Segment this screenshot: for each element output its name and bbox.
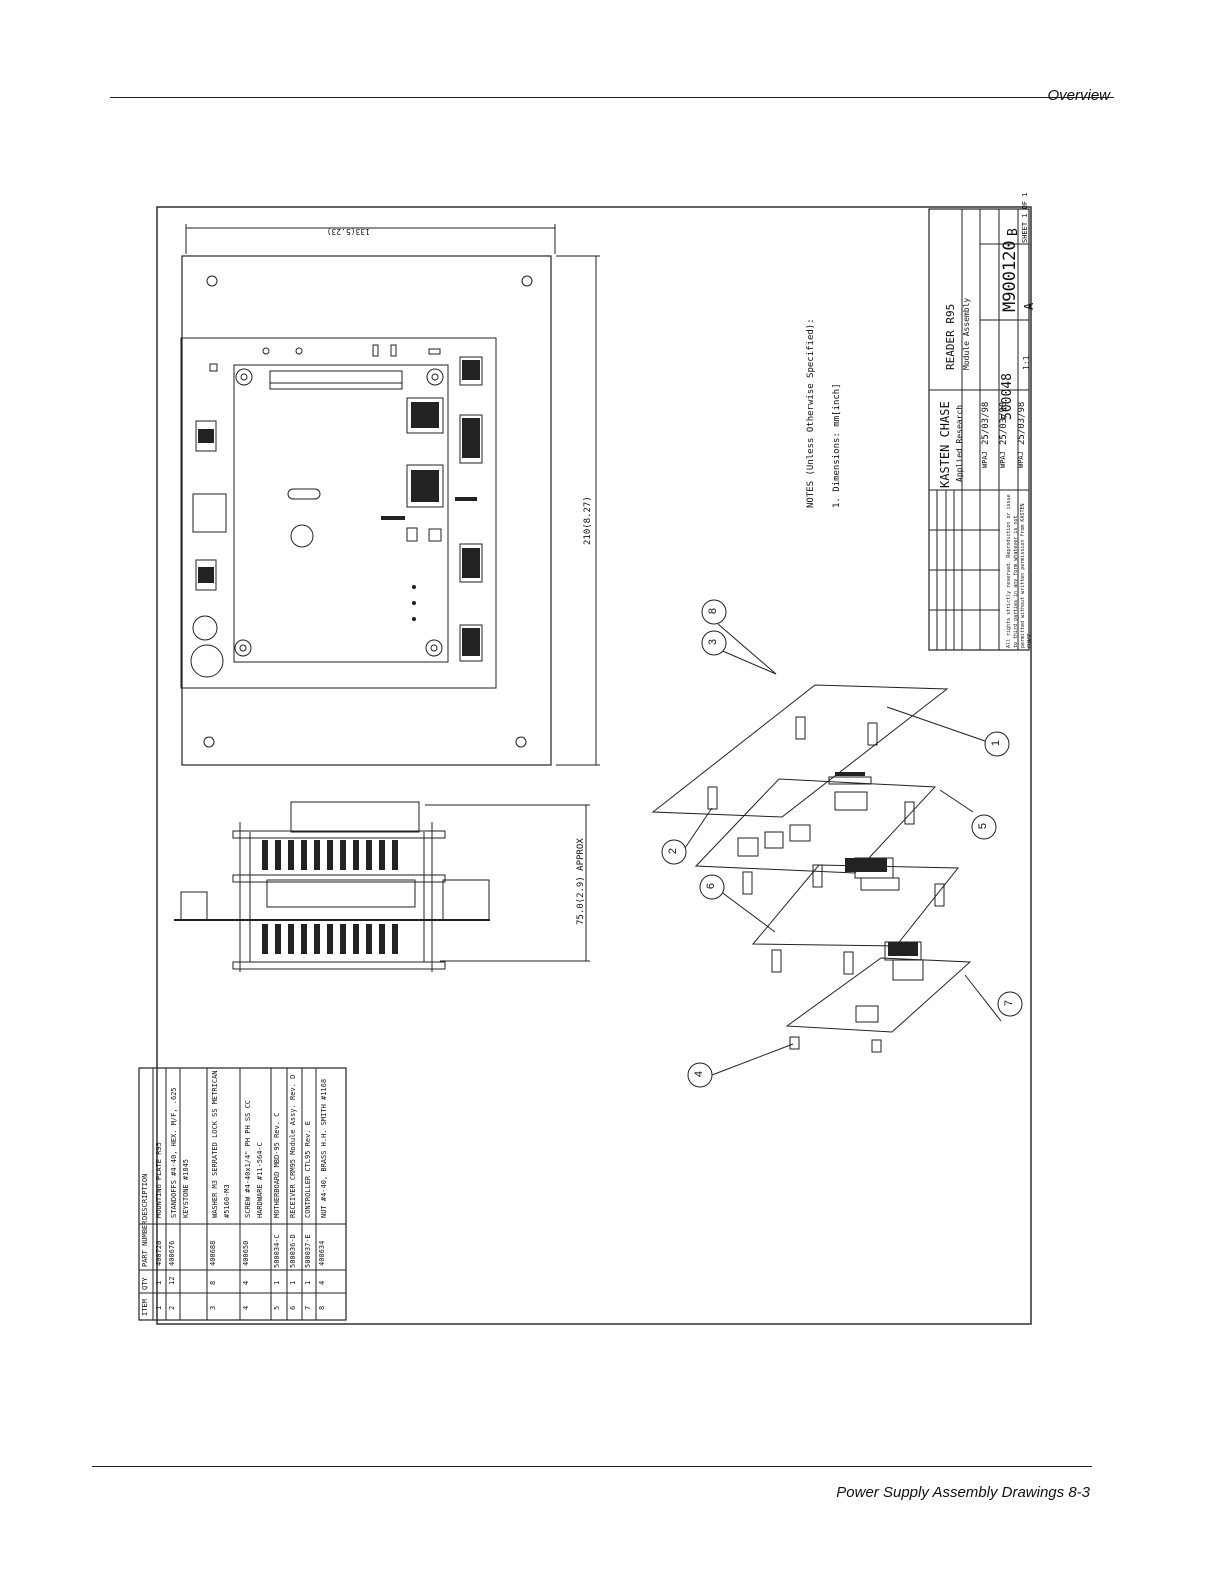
date-1: 25/03/98 (981, 401, 991, 445)
balloon-label-1: 1 (990, 739, 1003, 747)
exploded-plate (651, 684, 949, 818)
balloon-label-4: 4 (693, 1070, 706, 1078)
bom-header-desc: DESCRIPTION (141, 1173, 149, 1220)
header-rule (110, 97, 1114, 98)
size: A (1022, 302, 1036, 310)
balloon-7 (997, 991, 1023, 1017)
bom-row-1-desc: MOUNTING PLATE R95 (155, 1142, 163, 1218)
scale: 1:1 (1022, 355, 1031, 370)
revision: B (1006, 228, 1021, 236)
bom-row-7-part: 500037-E (304, 1234, 312, 1268)
bom-row-5-part: 500034-C (273, 1234, 281, 1268)
sheet: SHEET 1 OF 1 (1021, 192, 1029, 243)
balloon-label-6: 6 (705, 882, 718, 890)
rights-notice: All rights strictly reserved. Reproducti… (1006, 494, 1033, 648)
motherboard-outline (180, 337, 497, 689)
bom-row-8-part: 400634 (318, 1240, 326, 1266)
date-2: 25/03/98 (999, 401, 1009, 445)
bom-row-8-qty: 4 (318, 1280, 326, 1285)
bom-row-1-part: 400720 (155, 1240, 163, 1266)
bom-row-7-qty: 1 (304, 1280, 312, 1285)
balloon-label-8: 8 (707, 607, 720, 615)
bom-row-2-part: 400676 (168, 1240, 176, 1266)
bom-row-4-qty: 4 (242, 1280, 250, 1285)
drawing-subtitle: Module Assembly (962, 297, 971, 370)
company-name: KASTEN CHASE (938, 401, 952, 488)
bom-row-7-desc: CONTROLLER CTL95 Rev. E (304, 1121, 312, 1218)
bom-row-6-item: 6 (289, 1305, 297, 1310)
balloon-3 (701, 630, 727, 656)
balloon-4 (687, 1062, 713, 1088)
balloon-1 (984, 731, 1010, 757)
balloon-label-5: 5 (977, 822, 990, 830)
date-3: 25/03/98 (1017, 401, 1027, 445)
bom-row-5-desc: MOTHERBOARD MBD-95 Rev. C (273, 1112, 281, 1218)
bom-row-3-desc: WASHER M3 SERRATED LOCK SS METRICAN #516… (211, 1070, 231, 1218)
title-block (928, 208, 1030, 651)
bom-row-5-item: 5 (273, 1305, 281, 1310)
controller-board-outline (233, 364, 449, 663)
bom-table (138, 1067, 347, 1321)
exploded-receiver (751, 864, 960, 947)
initials-3: WPAJ (1017, 451, 1025, 468)
bom-row-6-qty: 1 (289, 1280, 297, 1285)
mounting-plate-outline (181, 255, 552, 766)
footer-rule (92, 1466, 1092, 1467)
bom-row-8-desc: NUT #4-40, BRASS H.H. SMITH #1168 (320, 1078, 328, 1218)
bom-row-5-qty: 1 (273, 1280, 281, 1285)
width-dimension-label: 133(5.23) (326, 227, 370, 236)
exploded-controller (785, 957, 972, 1033)
bom-row-2-qty: 12 (168, 1276, 176, 1285)
bom-row-3-part: 400688 (209, 1240, 217, 1266)
bom-header-part: PART NUMBER (141, 1220, 149, 1267)
balloon-label-2: 2 (667, 847, 680, 855)
header-section: Overview (1047, 87, 1110, 104)
bom-row-1-qty: 1 (155, 1280, 163, 1285)
bom-row-3-item: 3 (209, 1305, 217, 1310)
terminal-block-fill (198, 429, 214, 443)
drawing-title: READER R95 (944, 303, 957, 370)
bom-row-6-desc: RECEIVER CRM95 Module Assy. Rev. D (289, 1074, 297, 1218)
initials-1: WPAJ (981, 451, 989, 468)
bom-row-4-desc: SCREW #4-40x1/4" PH PH SS CC HARDWARE #1… (244, 1099, 264, 1218)
notes-item-1: 1. Dimensions: mm[inch] (832, 383, 842, 508)
stack-dimension-label: 75.0(2.9) APPROX (576, 838, 586, 925)
balloon-8 (701, 599, 727, 625)
height-dimension-label: 210(8.27) (583, 496, 593, 545)
bom-row-1-item: 1 (155, 1305, 163, 1310)
bom-row-4-part: 400650 (242, 1240, 250, 1266)
bom-row-2-item: 2 (168, 1305, 176, 1310)
company-sub: Applied Research (955, 404, 964, 482)
balloon-6 (699, 874, 725, 900)
drawing-frame (156, 206, 1032, 1325)
footer-caption: Power Supply Assembly Drawings 8-3 (836, 1484, 1090, 1501)
bom-row-6-part: 500036-D (289, 1234, 297, 1268)
bom-row-8-item: 8 (318, 1305, 326, 1310)
bom-header-qty: QTY (141, 1277, 149, 1290)
bom-row-4-item: 4 (242, 1305, 250, 1310)
balloon-label-3: 3 (707, 638, 720, 646)
bom-row-2-desc: STANDOFFS #4-40, HEX. M/F, .625 KEYSTONE… (170, 1087, 190, 1218)
bom-row-7-item: 7 (304, 1305, 312, 1310)
balloon-5 (971, 814, 997, 840)
notes-title: NOTES (Unless Otherwise Specified): (806, 318, 816, 508)
bom-header-item: ITEM (141, 1299, 149, 1316)
balloon-label-7: 7 (1003, 999, 1016, 1007)
initials-2: WPAJ (999, 451, 1007, 468)
bom-row-3-qty: 8 (209, 1280, 217, 1285)
drawing-number: M900120 (1000, 240, 1020, 312)
balloon-2 (661, 839, 687, 865)
exploded-motherboard (694, 778, 937, 874)
